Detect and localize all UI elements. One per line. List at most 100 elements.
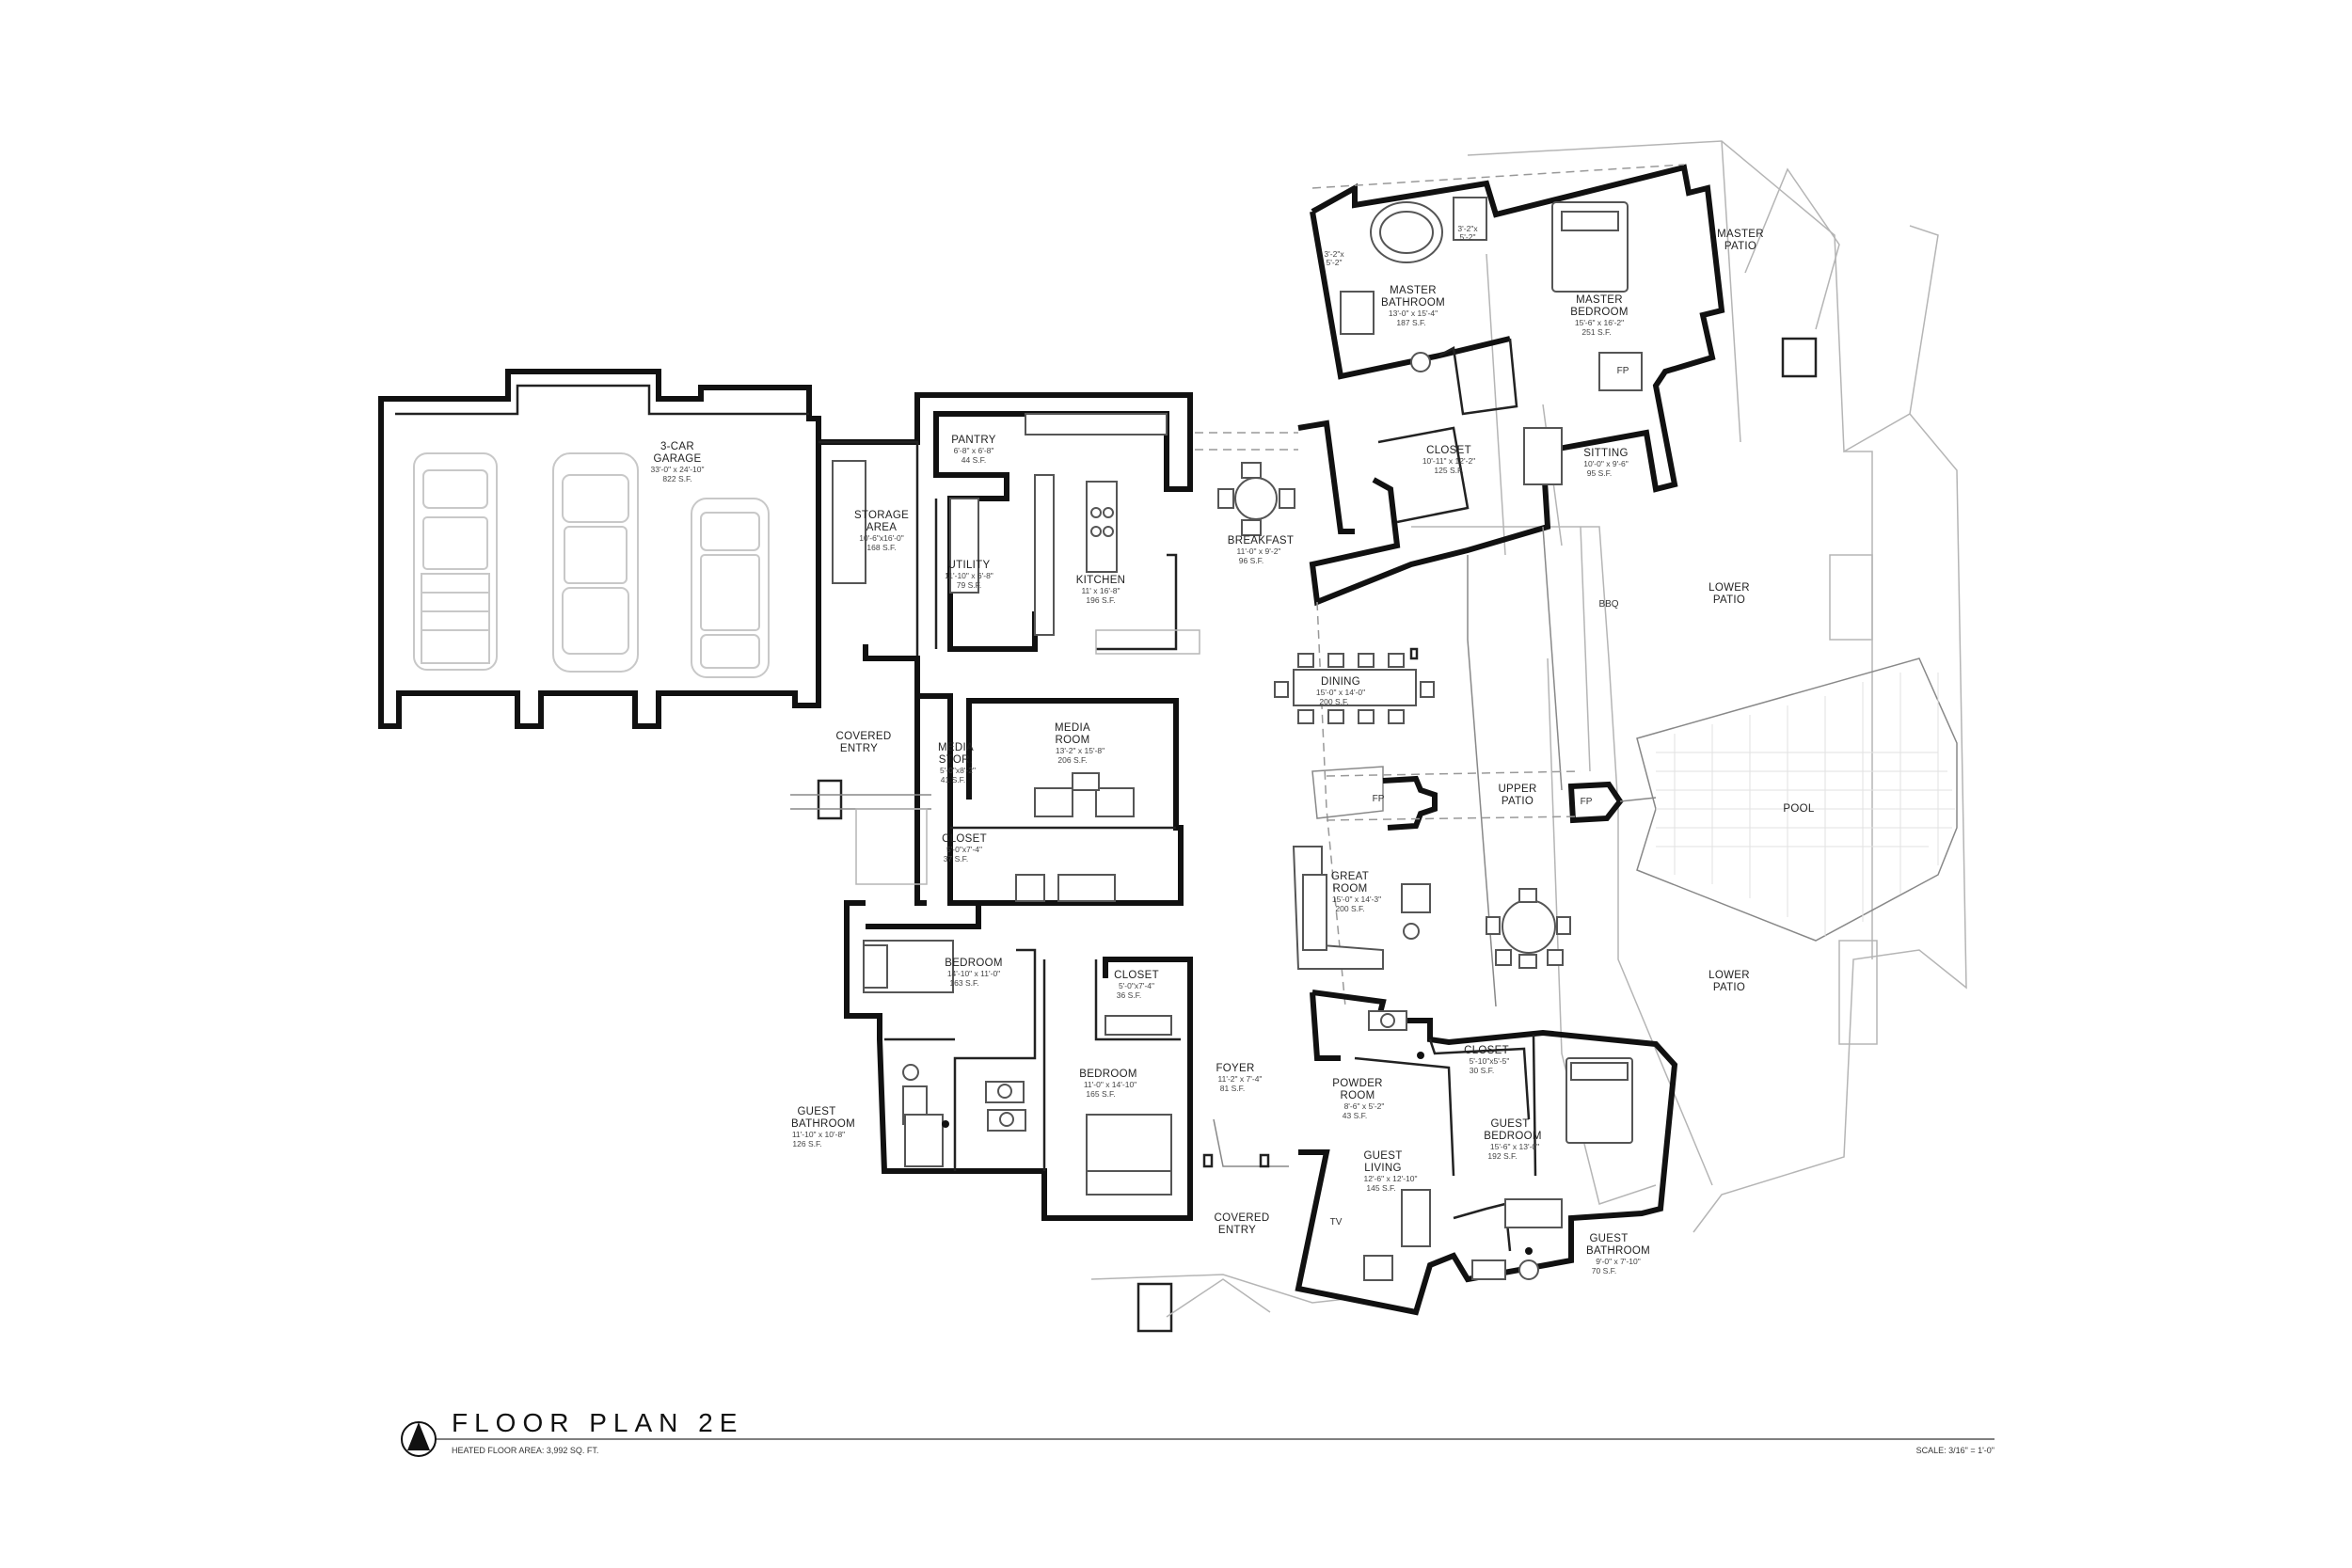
utility-area: 79 S.F. [957, 580, 981, 590]
bedroom-2-label: BEDROOM [1079, 1069, 1137, 1080]
breakfast-dims: 11'-0" x 9'-2" [1237, 546, 1281, 556]
covered-entry-1-label-1: COVERED [836, 731, 892, 742]
fp-master: FP [1617, 366, 1629, 376]
car-suv [691, 498, 770, 678]
great-room-label-2: ROOM [1333, 883, 1368, 895]
small-b-dims-2: 5'-2" [1460, 232, 1476, 242]
storage-area: 168 S.F. [866, 543, 896, 552]
sitting-dims: 10'-0" x 9'-6" [1583, 459, 1629, 468]
covered-entry-2-label-2: ENTRY [1218, 1225, 1256, 1236]
garage-label-1: 3-CAR [660, 441, 694, 452]
lower-patio-1-label-1: LOWER [1708, 582, 1750, 594]
utility-dims: 11'-10" x 6'-8" [945, 571, 993, 580]
storage-label-1: STORAGE [854, 510, 909, 521]
bedroom-1-label: BEDROOM [945, 958, 1003, 969]
master-bed-dims: 15'-6" x 16'-2" [1575, 318, 1624, 327]
guest-bath-2-label-1: GUEST [1589, 1233, 1628, 1244]
guest-bath-2-area: 70 S.F. [1592, 1266, 1616, 1275]
master-bath-dims: 13'-0" x 15'-4" [1389, 309, 1438, 318]
pool [1636, 657, 1958, 942]
sitting-label: SITTING [1583, 448, 1628, 459]
great-room-label-1: GREAT [1331, 871, 1369, 882]
storage-dims: 10'-6"x16'-0" [859, 533, 904, 543]
foyer-label: FOYER [1216, 1063, 1254, 1074]
guest-living-dims: 12'-6" x 12'-10" [1363, 1174, 1417, 1183]
foyer-area: 81 S.F. [1220, 1084, 1245, 1093]
guest-bed-dims: 15'-6" x 13'-0" [1490, 1142, 1539, 1151]
media-block [790, 644, 1184, 906]
tv-label: TV [1330, 1217, 1343, 1227]
master-bath-label-1: MASTER [1390, 285, 1437, 296]
breakfast-label: BREAKFAST [1228, 535, 1294, 546]
upper-patio-label-1: UPPER [1498, 784, 1536, 795]
title-block: FLOOR PLAN 2E HEATED FLOOR AREA: 3,992 S… [401, 1408, 1994, 1457]
garage-label-2: GARAGE [653, 453, 701, 465]
guest-bath-1-label-2: BATHROOM [791, 1118, 855, 1130]
closet-media-area: 37 S.F. [944, 854, 968, 863]
guest-living-area: 145 S.F. [1366, 1183, 1395, 1193]
media-room-dims: 13'-2" x 15'-8" [1056, 746, 1104, 755]
bedroom-1-dims: 14'-10" x 11'-0" [947, 969, 1000, 978]
foyer-dims: 11'-2" x 7'-4" [1218, 1074, 1263, 1084]
media-stor-label-1: MEDIA [938, 742, 974, 753]
closet-bed2-label: CLOSET [1114, 970, 1159, 981]
pantry-area: 44 S.F. [961, 455, 986, 465]
breakfast-area: 96 S.F. [1239, 556, 1263, 565]
pantry-label: PANTRY [951, 435, 995, 446]
car-sedan [552, 452, 639, 673]
sitting-area: 95 S.F. [1587, 468, 1612, 478]
closet-guest-area: 30 S.F. [1470, 1066, 1494, 1075]
guest-bath-2-dims: 9'-0" x 7'-10" [1596, 1257, 1641, 1266]
media-stor-area: 41 S.F. [941, 775, 965, 784]
powder-dims: 8'-6" x 5'-2" [1344, 1101, 1385, 1111]
dining-area: 200 S.F. [1319, 697, 1348, 706]
lower-patio-2-label-1: LOWER [1708, 970, 1750, 981]
guest-bath-1-dims: 11'-10" x 10'-8" [792, 1130, 845, 1139]
closet-master-label: CLOSET [1426, 445, 1471, 456]
pool-label: POOL [1783, 803, 1814, 815]
covered-entry-1-label-2: ENTRY [840, 743, 878, 754]
closet-bed2-area: 36 S.F. [1117, 990, 1141, 1000]
dining-label: DINING [1321, 676, 1360, 688]
covered-entry-2-label-1: COVERED [1215, 1212, 1270, 1224]
breakfast-table [1217, 462, 1295, 536]
great-room-dims: 15'-0" x 14'-3" [1332, 895, 1381, 904]
dining-dims: 15'-0" x 14'-0" [1316, 688, 1365, 697]
kitchen-area: 196 S.F. [1086, 595, 1115, 605]
guest-living-label-1: GUEST [1363, 1150, 1402, 1162]
closet-master-dims: 10'-11" x 12'-2" [1422, 456, 1475, 466]
site-lines [1411, 140, 1967, 1233]
master-bed-label-1: MASTER [1576, 294, 1623, 306]
bbq-label: BBQ [1598, 599, 1618, 610]
bedrooms-wing [844, 900, 1356, 1333]
master-bed-area: 251 S.F. [1581, 327, 1611, 337]
fp-upper-right: FP [1581, 797, 1593, 807]
scale-label: SCALE: 3/16" = 1'-0" [1916, 1446, 1994, 1455]
guest-bed-area: 192 S.F. [1487, 1151, 1517, 1161]
media-room-label-1: MEDIA [1055, 722, 1090, 734]
kitchen-label: KITCHEN [1076, 575, 1126, 586]
bedroom-2-dims: 11'-0" x 14'-10" [1084, 1080, 1136, 1089]
guest-bath-2-label-2: BATHROOM [1586, 1245, 1650, 1257]
master-patio-label-2: PATIO [1724, 241, 1756, 252]
guest-bath-1-area: 126 S.F. [792, 1139, 821, 1148]
plan-title: FLOOR PLAN 2E [452, 1408, 743, 1437]
bedroom-2-area: 165 S.F. [1086, 1089, 1115, 1099]
pantry-dims: 6'-8" x 6'-8" [954, 446, 994, 455]
small-a-dims-1: 3'-2"x [1324, 249, 1344, 259]
labels: 3-CAR GARAGE 33'-0" x 24'-10" 822 S.F. S… [650, 224, 1814, 1275]
guest-bath-1-label-1: GUEST [797, 1106, 835, 1117]
powder-label-1: POWDER [1332, 1078, 1383, 1089]
media-room-area: 206 S.F. [1057, 755, 1087, 765]
closet-media-dims: 5'-0"x7'-4" [946, 845, 982, 854]
guest-bed-label-2: BEDROOM [1484, 1131, 1542, 1142]
small-a-dims-2: 5'-2" [1327, 258, 1343, 267]
small-b-dims-1: 3'-2"x [1457, 224, 1478, 233]
upper-patio-label-2: PATIO [1502, 796, 1534, 807]
garage-area: 822 S.F. [662, 474, 691, 483]
guest-wing [1295, 990, 1678, 1316]
closet-guest-label: CLOSET [1464, 1045, 1509, 1056]
heated-area: HEATED FLOOR AREA: 3,992 SQ. FT. [452, 1446, 598, 1455]
master-bed-label-2: BEDROOM [1570, 307, 1629, 318]
